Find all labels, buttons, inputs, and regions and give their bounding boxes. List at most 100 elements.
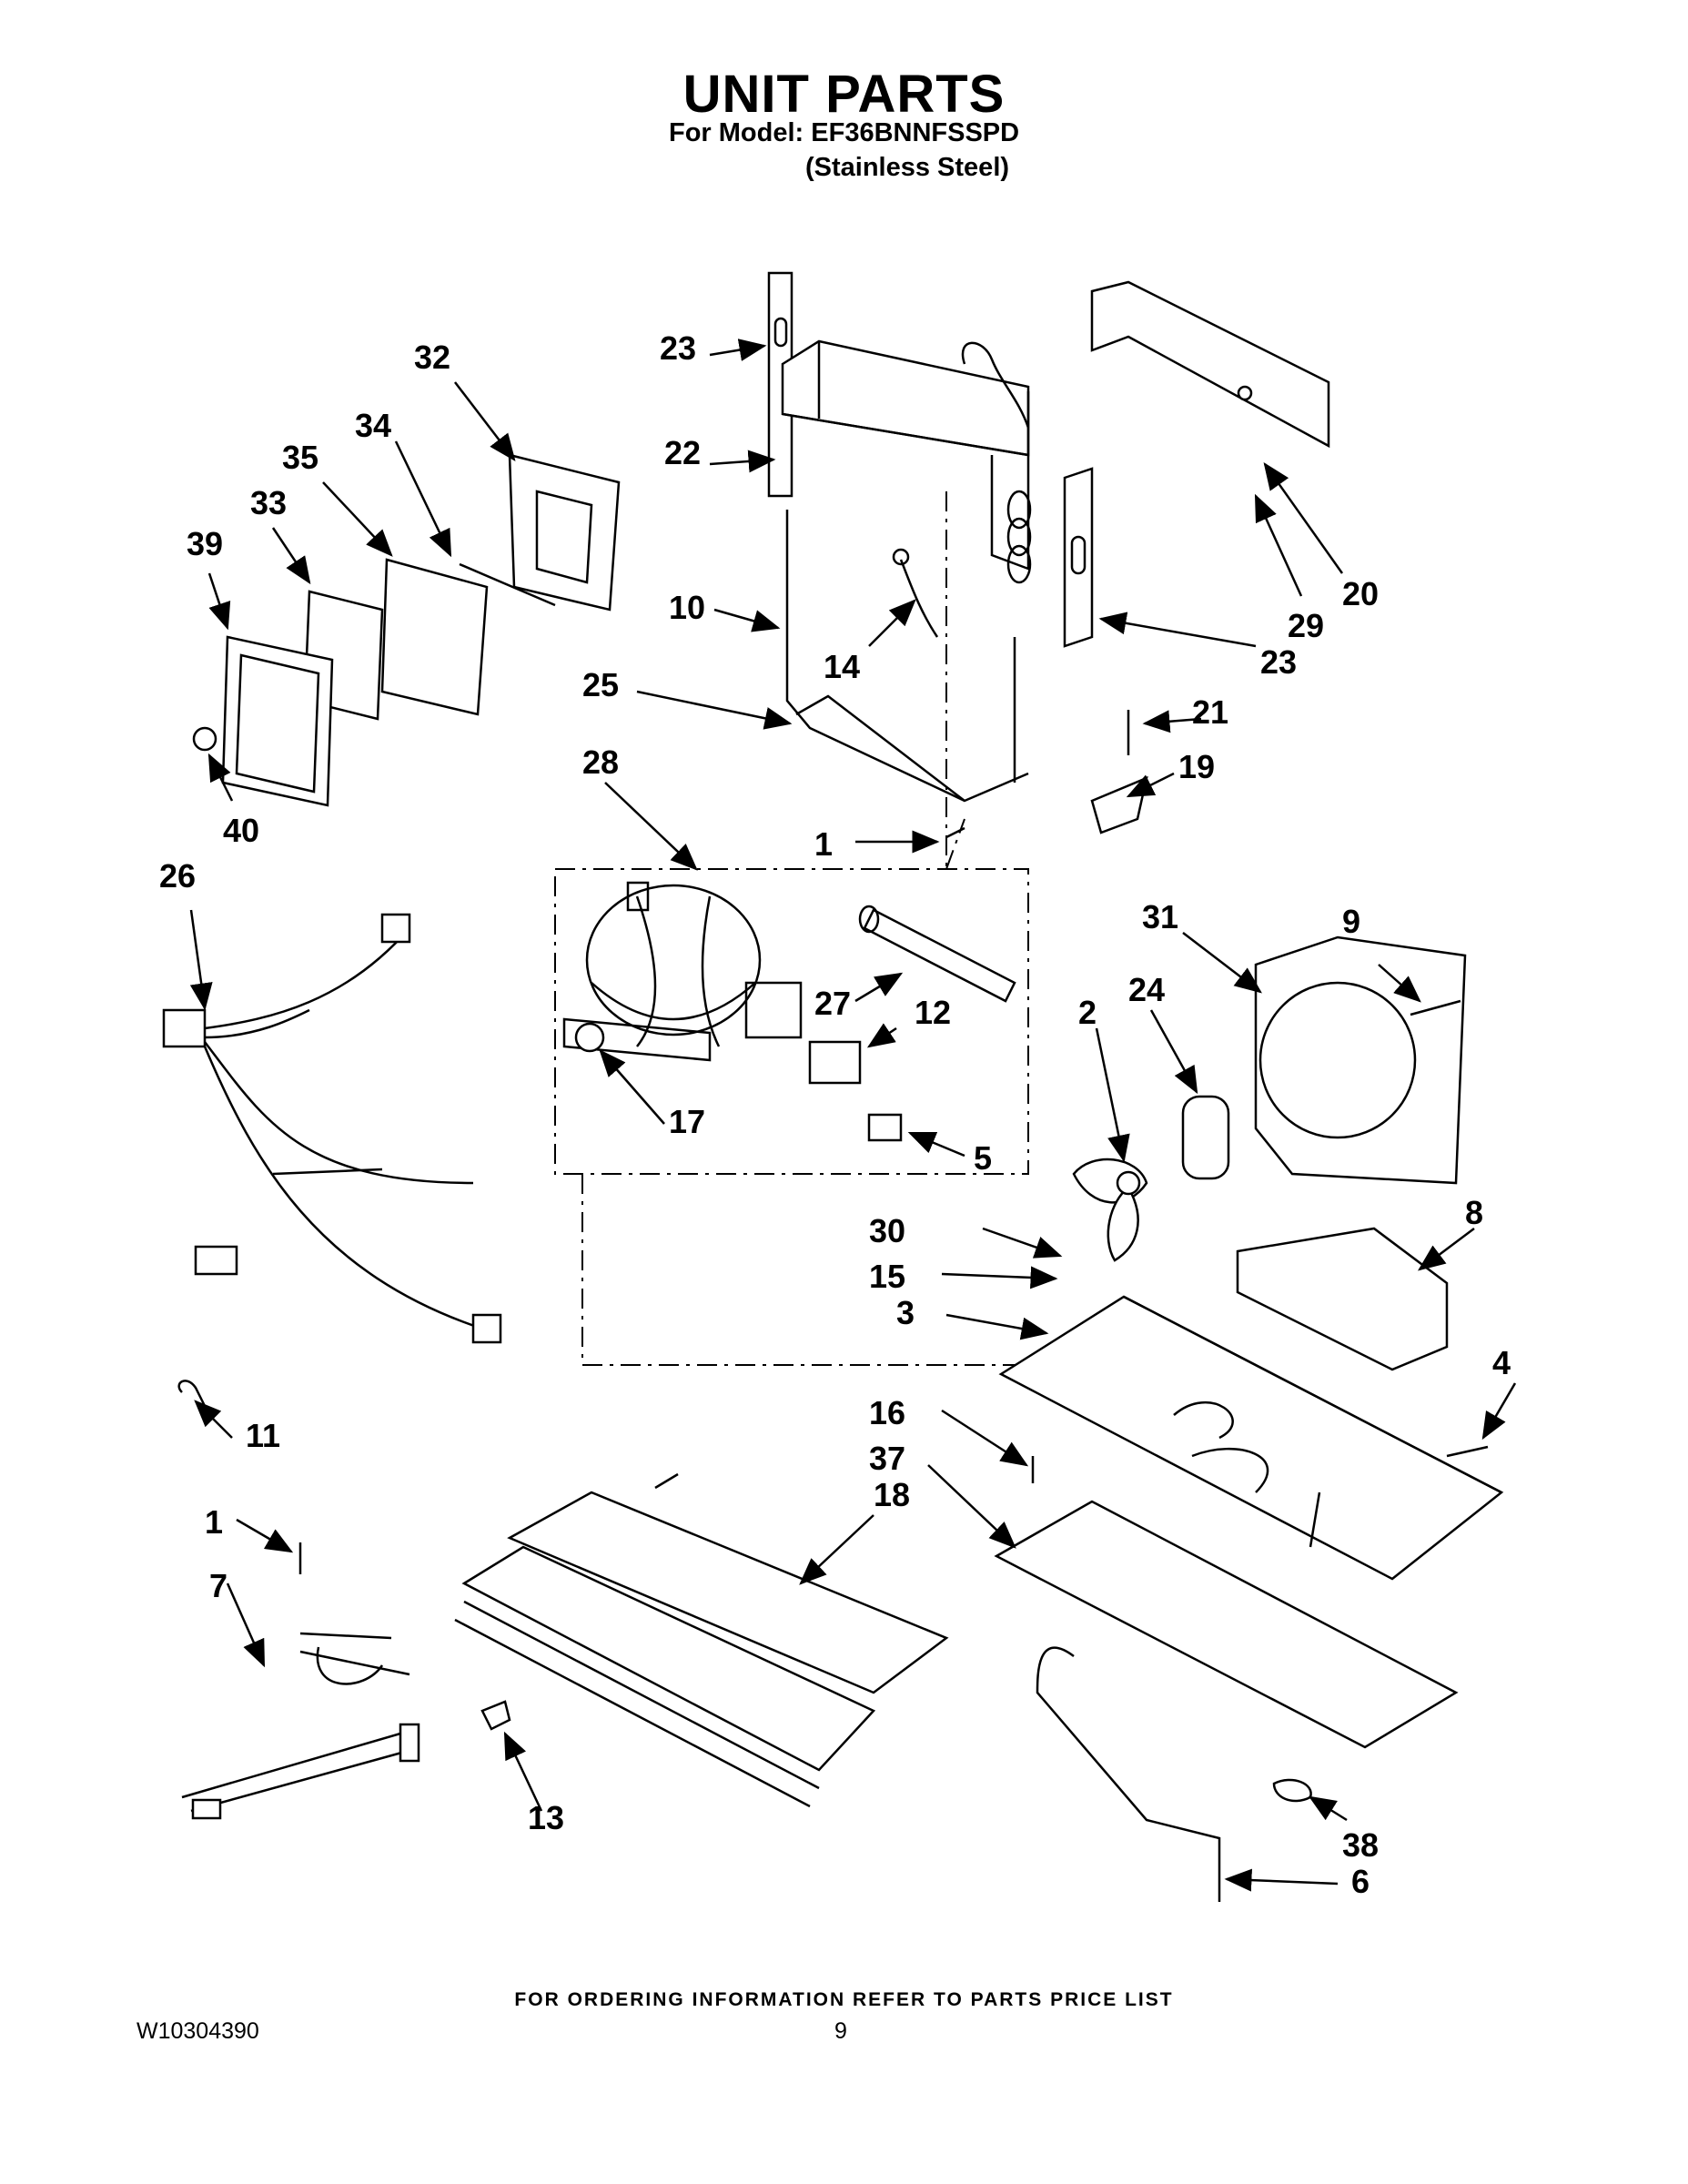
leader-31 bbox=[1182, 932, 1262, 994]
cover bbox=[1090, 280, 1330, 449]
leader-21 bbox=[1142, 710, 1202, 733]
leader-30 bbox=[982, 1227, 1063, 1259]
callout-8: 8 bbox=[1465, 1194, 1483, 1231]
leader-32 bbox=[454, 381, 516, 461]
leader-2 bbox=[1095, 1027, 1130, 1163]
callout-25: 25 bbox=[582, 666, 619, 703]
leader-23-top bbox=[709, 339, 767, 361]
callout-20: 20 bbox=[1342, 575, 1379, 612]
leader-13 bbox=[503, 1731, 543, 1812]
callout-27: 27 bbox=[814, 985, 851, 1022]
callout-16: 16 bbox=[869, 1394, 905, 1431]
callout-33: 33 bbox=[250, 484, 287, 521]
callout-10: 10 bbox=[669, 589, 705, 626]
callout-22: 22 bbox=[664, 434, 701, 471]
leader-9 bbox=[1378, 964, 1421, 1003]
leader-3 bbox=[945, 1313, 1049, 1340]
leader-1-bottom bbox=[236, 1518, 294, 1553]
drain-tray bbox=[994, 1500, 1459, 1749]
callout-11: 11 bbox=[246, 1417, 280, 1454]
grommet bbox=[574, 1022, 605, 1053]
model-line: For Model: EF36BNNFSSPD bbox=[669, 118, 1020, 147]
compressor-tube-line bbox=[945, 818, 965, 870]
leader-17 bbox=[599, 1049, 665, 1125]
leader-33 bbox=[271, 527, 311, 585]
leader-27 bbox=[854, 972, 904, 1003]
screw-9 bbox=[1410, 999, 1461, 1016]
leader-29 bbox=[1254, 493, 1303, 597]
callout-30: 30 bbox=[869, 1212, 905, 1249]
base-plate bbox=[998, 1295, 1504, 1581]
leader-25 bbox=[636, 690, 793, 730]
compressor bbox=[562, 881, 803, 1062]
callout-23: 23 bbox=[660, 329, 696, 367]
callout-5: 5 bbox=[974, 1139, 992, 1177]
callout-38: 38 bbox=[1342, 1826, 1379, 1864]
leader-24 bbox=[1149, 1009, 1198, 1095]
leader-39 bbox=[207, 572, 231, 631]
leader-16 bbox=[941, 1409, 1029, 1467]
callout-14: 14 bbox=[824, 648, 860, 685]
screw-1-top bbox=[945, 826, 965, 839]
sub-harness bbox=[181, 1632, 420, 1820]
leader-22 bbox=[709, 450, 776, 473]
leader-23-right bbox=[1098, 612, 1257, 648]
callout-31: 31 bbox=[1142, 898, 1178, 935]
callout-12: 12 bbox=[915, 994, 951, 1031]
callout-39: 39 bbox=[187, 525, 223, 562]
callout-labels: 1123456789101112131415161718192021222323… bbox=[159, 329, 1511, 1900]
callout-28: 28 bbox=[582, 743, 619, 781]
foot bbox=[1272, 1778, 1312, 1803]
callout-9: 9 bbox=[1342, 903, 1360, 940]
callout-18: 18 bbox=[874, 1476, 910, 1513]
callout-26: 26 bbox=[159, 857, 196, 895]
leader-14 bbox=[868, 599, 916, 647]
callout-15: 15 bbox=[869, 1258, 905, 1295]
leader-7 bbox=[226, 1582, 266, 1668]
callout-32: 32 bbox=[414, 339, 450, 376]
callout-7: 7 bbox=[209, 1567, 227, 1604]
callout-35: 35 bbox=[282, 439, 318, 476]
page-number: 9 bbox=[834, 2018, 847, 2044]
screw-29 bbox=[1237, 385, 1253, 401]
callout-3: 3 bbox=[896, 1294, 915, 1331]
overload bbox=[867, 1113, 903, 1142]
leader-15 bbox=[941, 1266, 1058, 1289]
leader-18 bbox=[799, 1514, 874, 1585]
callout-24: 24 bbox=[1128, 971, 1165, 1008]
wire-harness bbox=[162, 913, 502, 1344]
control-box-parts bbox=[192, 453, 621, 807]
drier bbox=[858, 905, 1016, 1003]
leader-28 bbox=[604, 782, 698, 871]
callout-19: 19 bbox=[1178, 748, 1215, 785]
callout-37: 37 bbox=[869, 1440, 905, 1477]
leader-19 bbox=[1126, 772, 1175, 798]
finish-line: (Stainless Steel) bbox=[805, 153, 1010, 182]
callout-40: 40 bbox=[223, 812, 259, 849]
leader-20 bbox=[1263, 461, 1344, 574]
leader-12 bbox=[866, 1023, 897, 1048]
leader-6 bbox=[1224, 1868, 1339, 1892]
bracket bbox=[1236, 1227, 1449, 1371]
screw-4 bbox=[1446, 1445, 1489, 1458]
leader-34 bbox=[394, 440, 452, 558]
leader-35 bbox=[322, 481, 393, 557]
callout-23: 23 bbox=[1260, 643, 1297, 681]
callout-13: 13 bbox=[528, 1799, 564, 1836]
callout-4: 4 bbox=[1492, 1344, 1511, 1381]
leader-5 bbox=[907, 1131, 965, 1158]
leader-26 bbox=[189, 909, 213, 1011]
callout-34: 34 bbox=[355, 407, 391, 444]
leader-40 bbox=[207, 753, 234, 802]
leader-8 bbox=[1418, 1228, 1475, 1271]
callout-1: 1 bbox=[814, 825, 833, 863]
clip bbox=[480, 1700, 511, 1731]
relay bbox=[808, 1040, 862, 1085]
compressor-mount-line bbox=[581, 1174, 1115, 1366]
callout-21: 21 bbox=[1192, 693, 1228, 731]
leader-4 bbox=[1481, 1382, 1517, 1441]
condenser bbox=[454, 1472, 949, 1808]
callout-2: 2 bbox=[1078, 994, 1097, 1031]
callout-1: 1 bbox=[205, 1503, 223, 1541]
